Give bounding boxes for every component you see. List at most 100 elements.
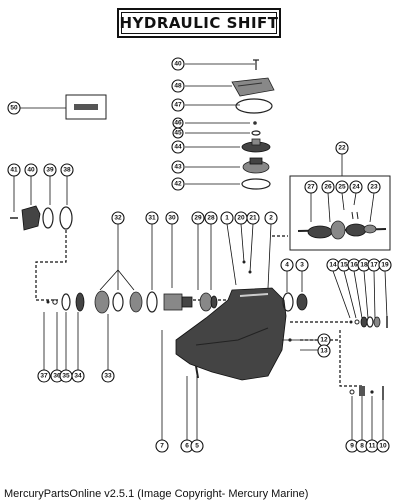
callout-19: 19 (378, 258, 392, 272)
svg-text:3: 3 (300, 262, 304, 269)
svg-text:6: 6 (185, 443, 189, 450)
svg-text:38: 38 (63, 167, 71, 174)
callouts-top-stack: 40 48 47 46 45 44 43 42 (171, 57, 185, 191)
callout-27: 27 (304, 180, 318, 194)
part-decal-50: 50 (7, 94, 107, 120)
callout-3: 3 (295, 258, 309, 272)
svg-text:36: 36 (53, 373, 61, 380)
svg-text:9: 9 (350, 443, 354, 450)
svg-text:28: 28 (207, 215, 215, 222)
svg-text:45: 45 (174, 130, 182, 137)
callout-46: 46 (172, 117, 184, 129)
part-group-4-3: 4 3 (280, 258, 309, 312)
callout-32: 32 (111, 211, 125, 225)
svg-text:34: 34 (74, 373, 82, 380)
callout-11: 11 (365, 439, 379, 453)
callout-31: 31 (145, 211, 159, 225)
part-group-right-14-19: 14 15 16 18 17 19 (326, 258, 392, 328)
svg-text:12: 12 (320, 337, 328, 344)
svg-text:31: 31 (148, 215, 156, 222)
svg-text:13: 13 (320, 348, 328, 355)
svg-text:48: 48 (174, 83, 182, 90)
callout-28: 28 (204, 211, 218, 225)
callout-13: 13 (317, 344, 331, 358)
callout-26: 26 (321, 180, 335, 194)
callout-1: 1 (220, 211, 234, 225)
callout-12: 12 (317, 333, 331, 347)
svg-text:22: 22 (338, 145, 346, 152)
svg-text:26: 26 (324, 184, 332, 191)
svg-text:18: 18 (360, 262, 368, 269)
part-group-bottom-left: 37 36 35 34 33 (37, 312, 115, 383)
svg-text:19: 19 (381, 262, 389, 269)
svg-text:15: 15 (340, 262, 348, 269)
svg-text:30: 30 (168, 215, 176, 222)
callout-7: 7 (155, 439, 169, 453)
callout-41: 41 (7, 163, 21, 177)
callout-33: 33 (101, 369, 115, 383)
svg-text:43: 43 (174, 164, 182, 171)
svg-text:46: 46 (174, 120, 182, 127)
svg-text:17: 17 (370, 262, 378, 269)
callout-29: 29 (191, 211, 205, 225)
svg-text:25: 25 (338, 184, 346, 191)
part-group-bottom-right: 9 8 11 10 (345, 386, 390, 453)
callout-35: 35 (59, 369, 73, 383)
part-group-left-upper: 41 40 39 38 (7, 163, 74, 231)
callout-38: 38 (60, 163, 74, 177)
svg-text:16: 16 (350, 262, 358, 269)
callout-30: 30 (165, 211, 179, 225)
callout-10: 10 (376, 439, 390, 453)
callout-17: 17 (367, 258, 381, 272)
svg-text:37: 37 (40, 373, 48, 380)
svg-text:50: 50 (10, 105, 18, 112)
callout-21: 21 (246, 211, 260, 225)
svg-text:44: 44 (174, 144, 182, 151)
callout-50: 50 (7, 101, 21, 115)
callout-2: 2 (264, 211, 278, 225)
part-group-bottom-7-6-5: 7 6 5 (155, 330, 204, 453)
callout-20: 20 (234, 211, 248, 225)
svg-text:33: 33 (104, 373, 112, 380)
svg-text:40: 40 (27, 167, 35, 174)
svg-text:23: 23 (370, 184, 378, 191)
svg-text:7: 7 (160, 443, 164, 450)
svg-text:11: 11 (369, 443, 376, 450)
part-group-middle-shaft: 32 31 30 29 28 (46, 211, 218, 314)
callout-34: 34 (71, 369, 85, 383)
callout-23: 23 (367, 180, 381, 194)
callout-24: 24 (349, 180, 363, 194)
svg-text:32: 32 (114, 215, 122, 222)
part-group-top-stack (185, 59, 275, 190)
callout-40-left: 40 (24, 163, 38, 177)
callout-42: 42 (171, 177, 185, 191)
svg-text:10: 10 (379, 443, 387, 450)
callout-47: 47 (171, 98, 185, 112)
callout-25: 25 (335, 180, 349, 194)
svg-text:20: 20 (237, 215, 245, 222)
svg-text:42: 42 (174, 181, 182, 188)
svg-text:21: 21 (249, 215, 257, 222)
callout-14: 14 (326, 258, 340, 272)
callout-39: 39 (43, 163, 57, 177)
callout-37: 37 (37, 369, 51, 383)
callout-45: 45 (172, 127, 184, 139)
part-group-22: 22 27 26 25 24 23 (289, 141, 391, 251)
callout-48: 48 (171, 79, 185, 93)
svg-text:2: 2 (269, 215, 273, 222)
svg-text:27: 27 (307, 184, 315, 191)
callout-6: 6 (180, 439, 194, 453)
svg-text:39: 39 (46, 167, 54, 174)
callout-43: 43 (171, 160, 185, 174)
svg-text:1: 1 (225, 215, 229, 222)
callout-4: 4 (280, 258, 294, 272)
svg-text:35: 35 (62, 373, 70, 380)
svg-text:8: 8 (360, 443, 364, 450)
svg-text:47: 47 (174, 102, 182, 109)
svg-text:14: 14 (329, 262, 337, 269)
svg-text:4: 4 (285, 262, 289, 269)
part-group-12-13: 12 13 (282, 333, 331, 358)
svg-text:41: 41 (10, 167, 18, 174)
svg-text:29: 29 (194, 215, 202, 222)
